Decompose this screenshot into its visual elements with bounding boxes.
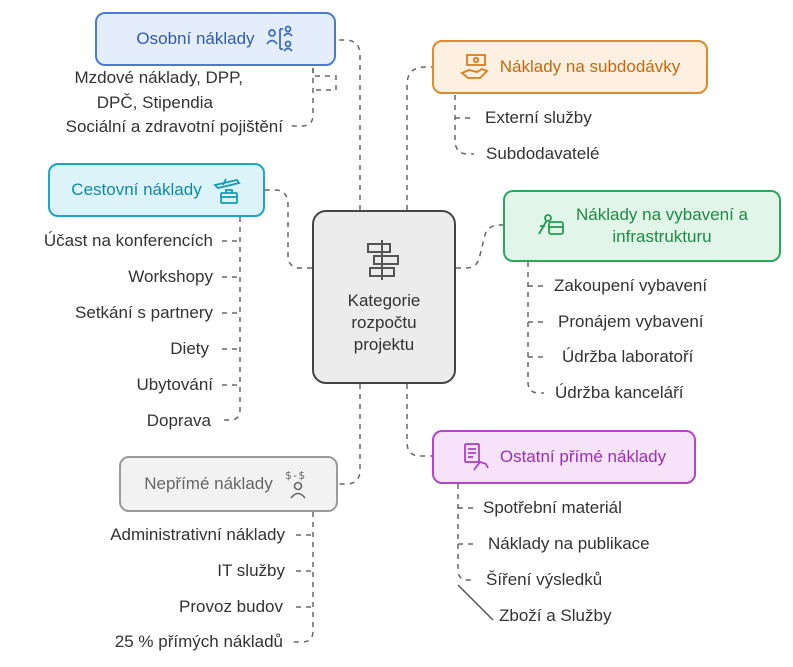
category-title: Ostatní přímé náklady [499, 447, 667, 466]
leaf-ostatni-1: Náklady na publikace [488, 534, 650, 553]
signpost-icon [367, 240, 399, 280]
category-neprime[interactable]: Nepřímé náklady $-$ [119, 456, 338, 512]
leaf-osobni-2: Sociální a zdravotní pojištění [65, 117, 283, 136]
leaf-ostatni-3: Zboží a Služby [499, 606, 612, 625]
receipt-hand-icon [463, 443, 489, 471]
leaf-neprime-2: Provoz budov [179, 597, 283, 616]
leaf-cestovni-0: Účast na konferencích [43, 231, 213, 250]
category-title: Náklady na vybavení a infrastrukturu [576, 205, 748, 246]
leaf-neprime-1: IT služby [217, 561, 285, 580]
category-title: Osobní náklady [136, 29, 255, 48]
leaf-vybaveni-1: Pronájem vybavení [558, 312, 704, 331]
category-title: Náklady na subdodávky [499, 57, 681, 76]
category-ostatni[interactable]: Ostatní přímé náklady [432, 430, 696, 484]
leaf-vybaveni-2: Údržba laboratoří [562, 347, 694, 366]
plane-briefcase-icon [212, 178, 241, 204]
leaf-neprime-0: Administrativní náklady [110, 525, 285, 544]
leaf-osobni-1: DPČ, Stipendia [96, 93, 213, 112]
svg-text:$-$: $-$ [285, 469, 305, 482]
leaf-cestovni-3: Diety [170, 339, 209, 358]
center-label: Kategorie rozpočtu projektu [347, 291, 421, 354]
leaf-cestovni-1: Workshopy [128, 267, 213, 286]
category-title: Nepřímé náklady [144, 474, 273, 493]
category-osobni[interactable]: Osobní náklady [95, 12, 336, 66]
leaf-ostatni-2: Šíření výsledků [486, 570, 603, 589]
leaf-subdodavky-1: Subdodavatelé [486, 144, 600, 163]
category-vybaveni[interactable]: Náklady na vybavení a infrastrukturu [503, 190, 781, 262]
tools-icon [538, 214, 564, 235]
money-hand-icon [460, 54, 489, 79]
person-money-icon: $-$ [285, 469, 306, 499]
leaf-vybaveni-0: Zakoupení vybavení [554, 276, 708, 295]
leaf-cestovni-4: Ubytování [136, 375, 213, 394]
leaf-cestovni-5: Doprava [146, 411, 211, 430]
leaf-ostatni-0: Spotřební materiál [483, 498, 622, 517]
leaf-vybaveni-3: Údržba kanceláří [555, 383, 684, 402]
category-cestovni[interactable]: Cestovní náklady [48, 163, 265, 217]
leaf-osobni-0: Mzdové náklady, DPP, [74, 68, 243, 87]
people-org-icon [265, 25, 293, 52]
leaf-neprime-3: 25 % přímých nákladů [114, 632, 283, 651]
center-node[interactable]: Kategorie rozpočtu projektu [312, 210, 456, 384]
category-title: Cestovní náklady [71, 180, 202, 199]
leaf-subdodavky-0: Externí služby [485, 108, 592, 127]
leaf-cestovni-2: Setkání s partnery [75, 303, 213, 322]
category-subdodavky[interactable]: Náklady na subdodávky [432, 40, 708, 94]
